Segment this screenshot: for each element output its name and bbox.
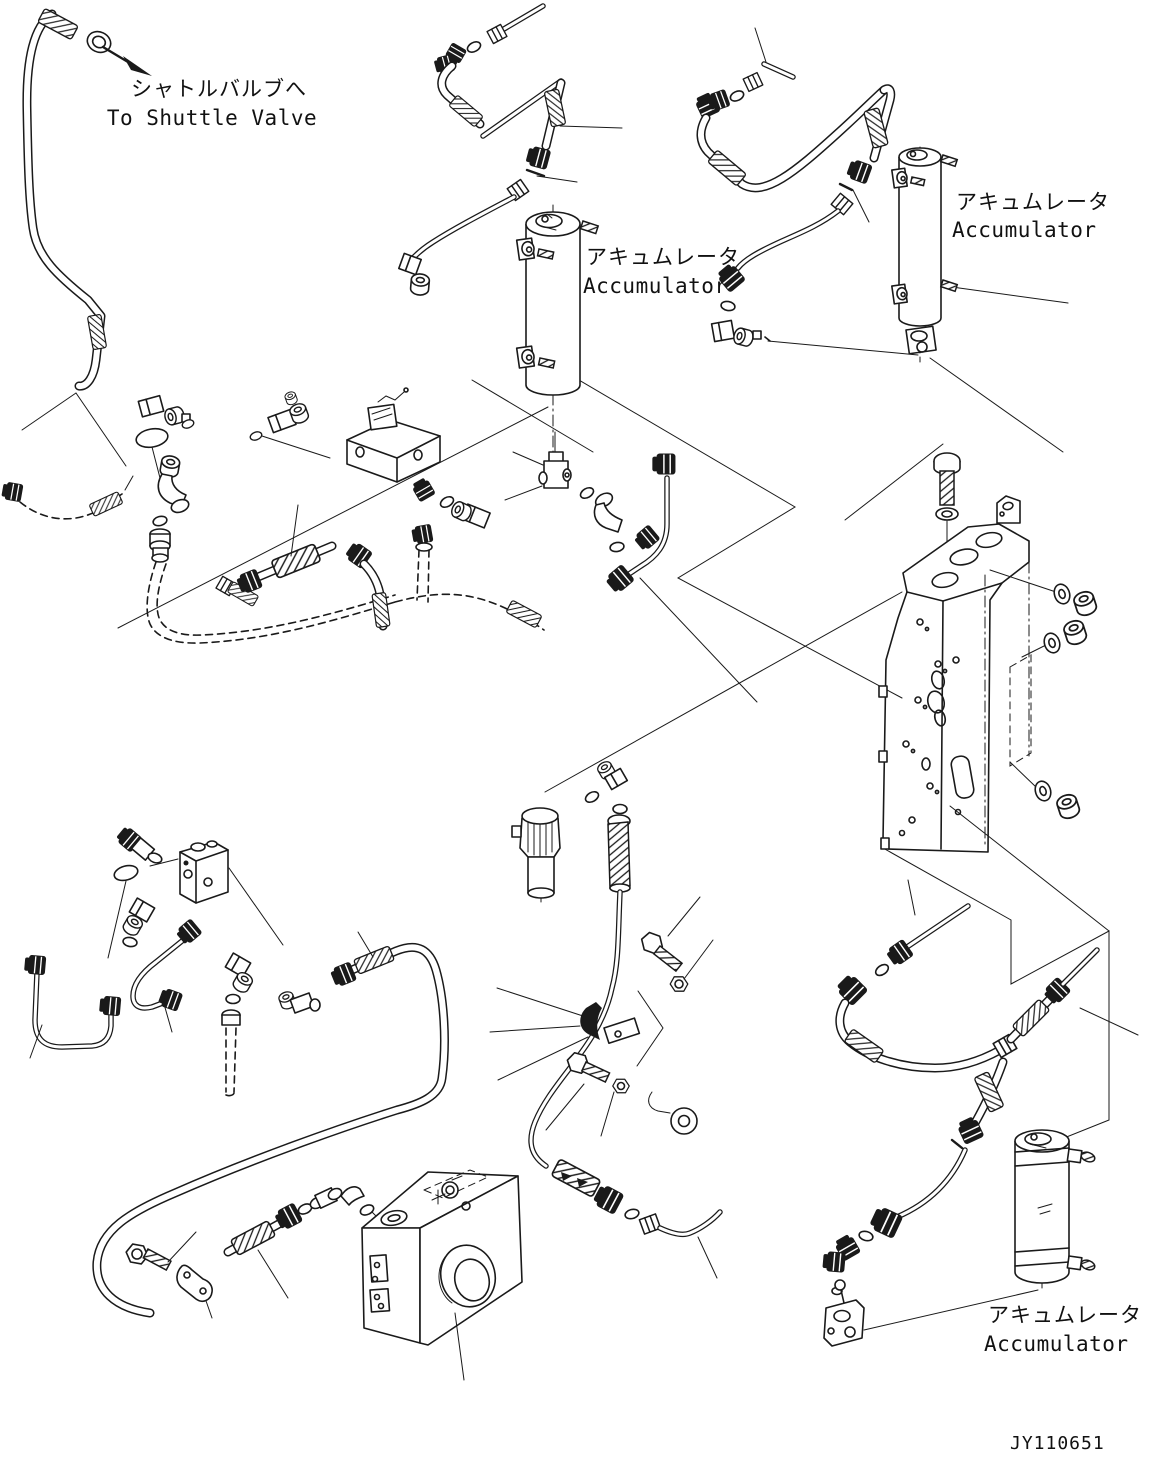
bolt-2 — [545, 1050, 611, 1131]
to-shuttle-valve-arrow — [101, 45, 130, 64]
accumulator-bottom-right: アキュムレータ Accumulator — [984, 1129, 1142, 1356]
shuttle-valve-label-en: To Shuttle Valve — [107, 106, 317, 130]
washer — [670, 1107, 698, 1135]
nut-2 — [600, 1078, 630, 1137]
bottom-left-valve-assembly — [23, 824, 449, 1318]
banjo-fitting — [149, 528, 171, 563]
accumulator-middle-label-jp: アキュムレータ — [586, 245, 740, 269]
hose-to-shuttle-valve — [0, 7, 134, 520]
to-shuttle-valve-label: シャトルバルブへ To Shuttle Valve — [101, 45, 317, 130]
u-tube-2 — [130, 917, 204, 1033]
shuttle-valve-label-jp: シャトルバルブへ — [131, 77, 307, 101]
accumulator-valve — [905, 325, 937, 355]
accumulator-middle: アキュムレータ Accumulator — [515, 204, 740, 456]
filter-assembly — [489, 758, 723, 1279]
tank-inlet-fittings — [123, 1186, 396, 1319]
top-center-tube-assembly — [398, 3, 567, 297]
drawing-number: JY110651 — [1010, 1433, 1105, 1454]
to-shuttle-valve-arrowhead — [123, 56, 152, 76]
nut — [669, 939, 714, 992]
filter — [511, 807, 561, 903]
accumulator-bottom-right-label-en: Accumulator — [984, 1332, 1129, 1356]
bottom-right-hose-assembly — [821, 879, 1100, 1347]
accumulator-top-right: アキュムレータ Accumulator — [891, 146, 1110, 363]
hydraulic-tank — [361, 1169, 523, 1381]
accumulator-middle-label-en: Accumulator — [583, 274, 728, 298]
plate-bolt — [933, 452, 961, 556]
u-tube-1 — [23, 953, 123, 1059]
top-right-hose-assembly — [692, 27, 896, 349]
sleeved-hose — [234, 504, 337, 596]
bolt — [637, 896, 701, 973]
center-tee-fittings — [409, 431, 677, 596]
accumulator-top-right-label-en: Accumulator — [952, 218, 1097, 242]
accumulator-top-right-label-jp: アキュムレータ — [956, 190, 1110, 214]
construction-lines — [117, 125, 1139, 1331]
accumulator-bottom-right-label-jp: アキュムレータ — [988, 1303, 1142, 1327]
shut-off-valve — [823, 1299, 865, 1347]
solenoid-valve-assembly — [135, 387, 545, 644]
long-return-hose — [92, 931, 449, 1318]
bent-tube — [603, 452, 677, 596]
mounting-plate — [878, 452, 1100, 853]
adapter-bolt — [607, 814, 631, 893]
hose-clamp — [580, 1002, 641, 1045]
plate-holes — [898, 618, 975, 837]
